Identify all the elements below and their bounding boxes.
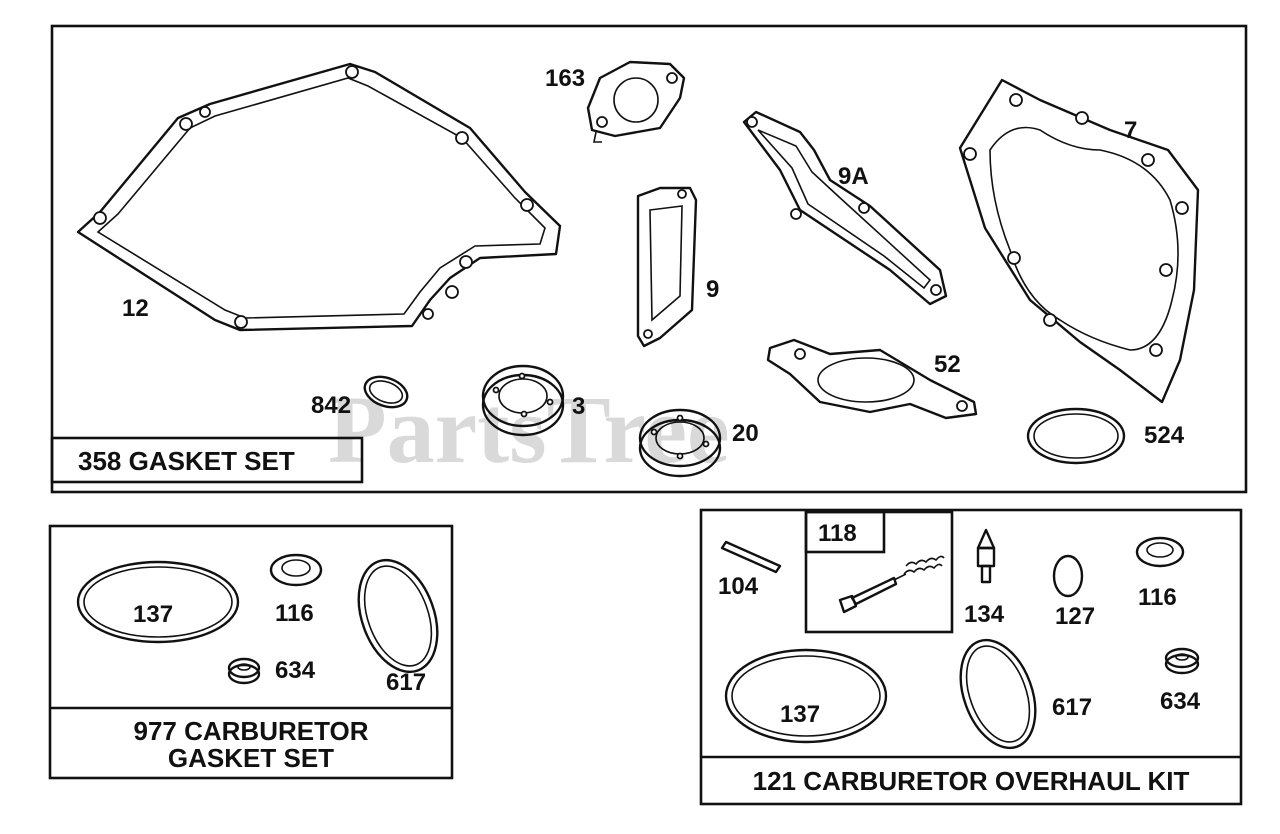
- callout-k127: 127: [1055, 603, 1095, 630]
- callout-k634: 634: [1160, 688, 1201, 715]
- o-ring-617-overhaul-kit[interactable]: [947, 630, 1049, 759]
- callout-k134: 134: [964, 601, 1005, 628]
- callout-842: 842: [311, 392, 351, 419]
- callout-k137: 137: [780, 701, 820, 728]
- carb-gasket-set-title-line1: 977 CARBURETOR: [133, 716, 368, 746]
- pin-104[interactable]: [720, 540, 782, 574]
- callout-c617: 617: [386, 669, 426, 696]
- carb-gasket-set-title-line2: GASKET SET: [168, 743, 334, 773]
- o-ring-524[interactable]: [1026, 407, 1126, 465]
- callout-52: 52: [934, 351, 961, 378]
- callout-9a: 9A: [838, 163, 869, 190]
- callout-3: 3: [572, 393, 585, 420]
- callout-12: 12: [122, 295, 149, 322]
- carb-gasket-set-panel: 977 CARBURETOR GASKET SET: [48, 524, 454, 780]
- callout-7: 7: [1124, 117, 1137, 144]
- callout-524: 524: [1144, 422, 1185, 449]
- carb-overhaul-kit-title: 121 CARBURETOR OVERHAUL KIT: [753, 766, 1190, 796]
- callout-c634: 634: [275, 657, 316, 684]
- callout-9: 9: [706, 276, 719, 303]
- washer-634-carb-set[interactable]: [227, 657, 261, 685]
- gasket-12-crankcase[interactable]: [76, 62, 562, 332]
- needle-valve-134[interactable]: [976, 528, 996, 584]
- gasket-set-title: 358 GASKET SET: [78, 446, 295, 476]
- callout-c116: 116: [275, 600, 314, 627]
- o-ring-137-carb-set[interactable]: [76, 560, 240, 644]
- gasket-9a[interactable]: [742, 110, 948, 306]
- o-ring-617-carb-set[interactable]: [344, 549, 451, 683]
- callout-163: 163: [545, 65, 585, 92]
- gasket-163[interactable]: [586, 60, 686, 143]
- carb-overhaul-kit-panel: 121 CARBURETOR OVERHAUL KIT 118: [699, 508, 1243, 806]
- oil-seal-20[interactable]: [638, 408, 722, 478]
- callout-k116: 116: [1138, 584, 1177, 611]
- gasket-set-panel: 358 GASKET SET: [50, 24, 1248, 494]
- gasket-9[interactable]: [636, 186, 698, 348]
- callout-20: 20: [732, 420, 759, 447]
- gasket-7-head[interactable]: [958, 78, 1200, 404]
- washer-634-overhaul-kit[interactable]: [1164, 647, 1200, 675]
- plug-127[interactable]: [1052, 554, 1084, 598]
- o-ring-137-overhaul-kit[interactable]: [724, 648, 888, 744]
- callout-k104: 104: [718, 573, 759, 600]
- seal-842[interactable]: [361, 371, 412, 412]
- callout-c137: 137: [133, 601, 173, 628]
- mixture-screw-and-spring[interactable]: [838, 555, 945, 614]
- callout-k617: 617: [1052, 694, 1092, 721]
- washer-116-carb-set[interactable]: [269, 553, 323, 587]
- washer-116-overhaul-kit[interactable]: [1135, 536, 1185, 568]
- watermark: PartsTree: [328, 376, 730, 483]
- sub-kit-118-label: 118: [818, 520, 857, 547]
- oil-seal-3[interactable]: [481, 364, 565, 437]
- gasket-52-exhaust[interactable]: [766, 338, 978, 420]
